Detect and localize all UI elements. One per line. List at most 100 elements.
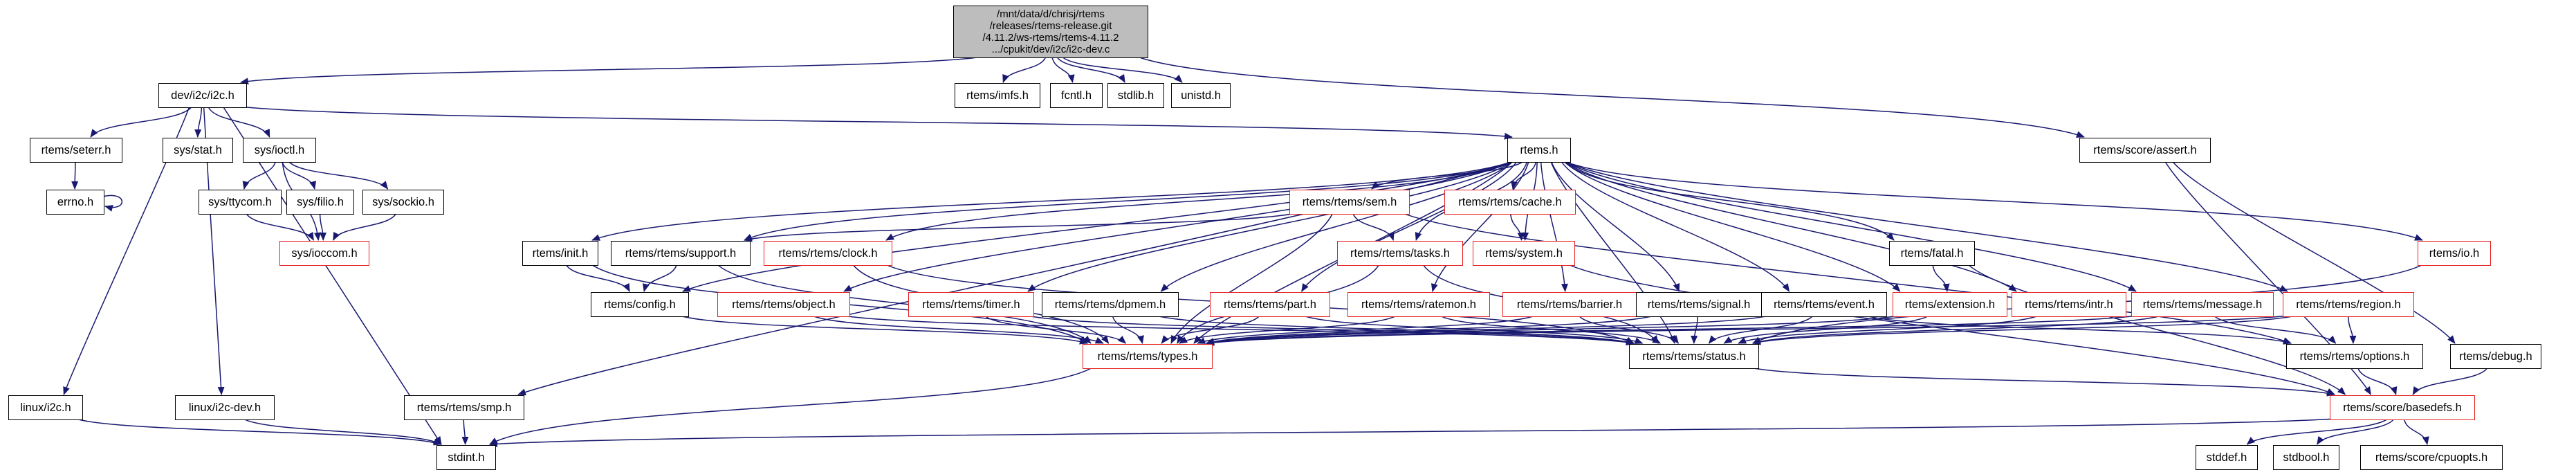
node-label: rtems/seterr.h	[41, 143, 111, 156]
node-part[interactable]: rtems/rtems/part.h	[1210, 292, 1330, 317]
edge-region-types	[1206, 315, 2289, 346]
node-init[interactable]: rtems/init.h	[522, 241, 598, 266]
node-status[interactable]: rtems/rtems/status.h	[1629, 344, 1759, 369]
node-seterr[interactable]: rtems/seterr.h	[30, 138, 122, 163]
edge-basedefs-cpuopts	[2403, 418, 2429, 445]
node-support[interactable]: rtems/rtems/support.h	[611, 241, 751, 266]
node-types[interactable]: rtems/rtems/types.h	[1083, 344, 1213, 369]
node-label: rtems/fatal.h	[1900, 246, 1964, 260]
edge-rtems-io	[1563, 161, 2423, 241]
node-event[interactable]: rtems/rtems/event.h	[1761, 292, 1887, 317]
node-options[interactable]: rtems/rtems/options.h	[2286, 344, 2423, 369]
node-label: rtems/debug.h	[2459, 350, 2532, 363]
edge-i2c_h-linuxi2c	[63, 106, 190, 395]
node-timer[interactable]: rtems/rtems/timer.h	[908, 292, 1034, 317]
node-label-line: /releases/rtems-release.git	[989, 19, 1112, 32]
node-region[interactable]: rtems/rtems/region.h	[2283, 292, 2414, 317]
node-label: stdbool.h	[2283, 451, 2330, 464]
node-stdbool[interactable]: stdbool.h	[2273, 445, 2339, 470]
node-config[interactable]: rtems/config.h	[591, 292, 689, 317]
node-label: rtems/score/cpuopts.h	[2375, 451, 2488, 464]
node-sem[interactable]: rtems/rtems/sem.h	[1289, 190, 1410, 215]
edge-basedefs-stddef	[2246, 418, 2389, 445]
node-label: rtems/rtems/event.h	[1774, 298, 1875, 311]
edge-linuxi2cdev-stdint	[243, 418, 442, 445]
node-label: rtems/rtems/signal.h	[1647, 298, 1751, 311]
edge-src-stdlib	[1056, 56, 1125, 83]
node-filio[interactable]: sys/filio.h	[286, 190, 354, 215]
node-ratemon[interactable]: rtems/rtems/ratemon.h	[1347, 292, 1490, 317]
node-unistd[interactable]: unistd.h	[1171, 83, 1231, 108]
node-stddef[interactable]: stddef.h	[2196, 445, 2258, 470]
edge-rtems-event	[1561, 161, 1790, 292]
node-label: rtems/rtems/clock.h	[778, 246, 878, 260]
node-label: rtems/rtems/message.h	[2142, 298, 2263, 311]
node-label: rtems/io.h	[2429, 246, 2480, 260]
node-smp[interactable]: rtems/rtems/smp.h	[404, 395, 524, 420]
edge-sem-options	[1402, 213, 2292, 344]
node-linuxi2c[interactable]: linux/i2c.h	[8, 395, 83, 420]
node-fcntl[interactable]: fcntl.h	[1050, 83, 1103, 108]
node-object[interactable]: rtems/rtems/object.h	[717, 292, 850, 317]
node-stat[interactable]: sys/stat.h	[163, 138, 233, 163]
node-system[interactable]: rtems/system.h	[1473, 241, 1575, 266]
node-debug[interactable]: rtems/debug.h	[2450, 344, 2541, 369]
edge-src-imfs	[1002, 56, 1047, 83]
node-dpmem[interactable]: rtems/rtems/dpmem.h	[1042, 292, 1179, 317]
edge-rtems-region	[1563, 161, 2288, 292]
edge-rtems-extension	[1563, 161, 1901, 292]
node-label: rtems/rtems/intr.h	[2025, 298, 2113, 311]
node-label: rtems/score/assert.h	[2093, 143, 2197, 156]
edge-object-status	[843, 315, 1635, 346]
edge-src-unistd	[1061, 56, 1183, 83]
node-cpuopts[interactable]: rtems/score/cpuopts.h	[2360, 445, 2503, 470]
node-barrier[interactable]: rtems/rtems/barrier.h	[1502, 292, 1637, 317]
node-label: rtems/rtems/smp.h	[416, 401, 512, 414]
node-label: rtems/rtems/support.h	[625, 246, 737, 260]
node-imfs[interactable]: rtems/imfs.h	[955, 83, 1040, 108]
node-label: rtems.h	[1520, 143, 1558, 156]
node-tasks[interactable]: rtems/rtems/tasks.h	[1337, 241, 1463, 266]
node-extension[interactable]: rtems/extension.h	[1893, 292, 2007, 317]
edge-rtems-clock	[885, 161, 1514, 241]
node-sockio[interactable]: sys/sockio.h	[362, 190, 444, 215]
edge-i2c_h-stat	[194, 106, 203, 138]
node-errno[interactable]: errno.h	[46, 190, 104, 215]
node-assert[interactable]: rtems/score/assert.h	[2079, 138, 2211, 163]
node-linuxi2cdev[interactable]: linux/i2c-dev.h	[175, 395, 275, 420]
node-io[interactable]: rtems/io.h	[2418, 241, 2491, 266]
edge-object-types	[811, 315, 1104, 344]
node-signal[interactable]: rtems/rtems/signal.h	[1636, 292, 1762, 317]
node-label: rtems/system.h	[1485, 246, 1563, 260]
node-clock[interactable]: rtems/rtems/clock.h	[764, 241, 892, 266]
node-label: rtems/rtems/part.h	[1224, 298, 1316, 311]
edge-i2c_h-linuxi2cdev	[203, 106, 225, 395]
node-label: rtems/rtems/barrier.h	[1516, 298, 1623, 311]
edge-i2c_h-ioctl	[208, 106, 270, 138]
node-cache[interactable]: rtems/rtems/cache.h	[1444, 190, 1576, 215]
edge-config-types	[679, 315, 1088, 345]
node-i2c_h[interactable]: dev/i2c/i2c.h	[158, 83, 247, 108]
edge-errno-errno	[102, 195, 123, 212]
node-label: sys/ioccom.h	[291, 246, 358, 260]
node-ttycom[interactable]: sys/ttycom.h	[199, 190, 282, 215]
node-message[interactable]: rtems/rtems/message.h	[2131, 292, 2274, 317]
edge-rtems-support	[744, 161, 1514, 241]
node-stdlib[interactable]: stdlib.h	[1107, 83, 1164, 108]
node-ioccom[interactable]: sys/ioccom.h	[279, 241, 369, 266]
edge-event-options	[1866, 315, 2292, 345]
node-label: sys/filio.h	[297, 195, 344, 208]
node-ioctl[interactable]: sys/ioctl.h	[243, 138, 316, 163]
node-intr[interactable]: rtems/rtems/intr.h	[2012, 292, 2126, 317]
node-label: linux/i2c-dev.h	[188, 401, 261, 414]
node-stdint[interactable]: stdint.h	[436, 445, 496, 470]
node-label: rtems/rtems/sem.h	[1302, 195, 1397, 208]
edge-basedefs-stdbool	[2317, 418, 2395, 445]
node-rtems[interactable]: rtems.h	[1507, 138, 1571, 163]
edge-message-status	[1752, 315, 2162, 345]
node-basedefs[interactable]: rtems/score/basedefs.h	[2330, 395, 2475, 420]
node-fatal[interactable]: rtems/fatal.h	[1889, 241, 1975, 266]
node-label: rtems/rtems/types.h	[1097, 350, 1198, 363]
edge-status-basedefs	[1749, 367, 2335, 397]
edge-fatal-basedefs	[1967, 264, 2346, 395]
